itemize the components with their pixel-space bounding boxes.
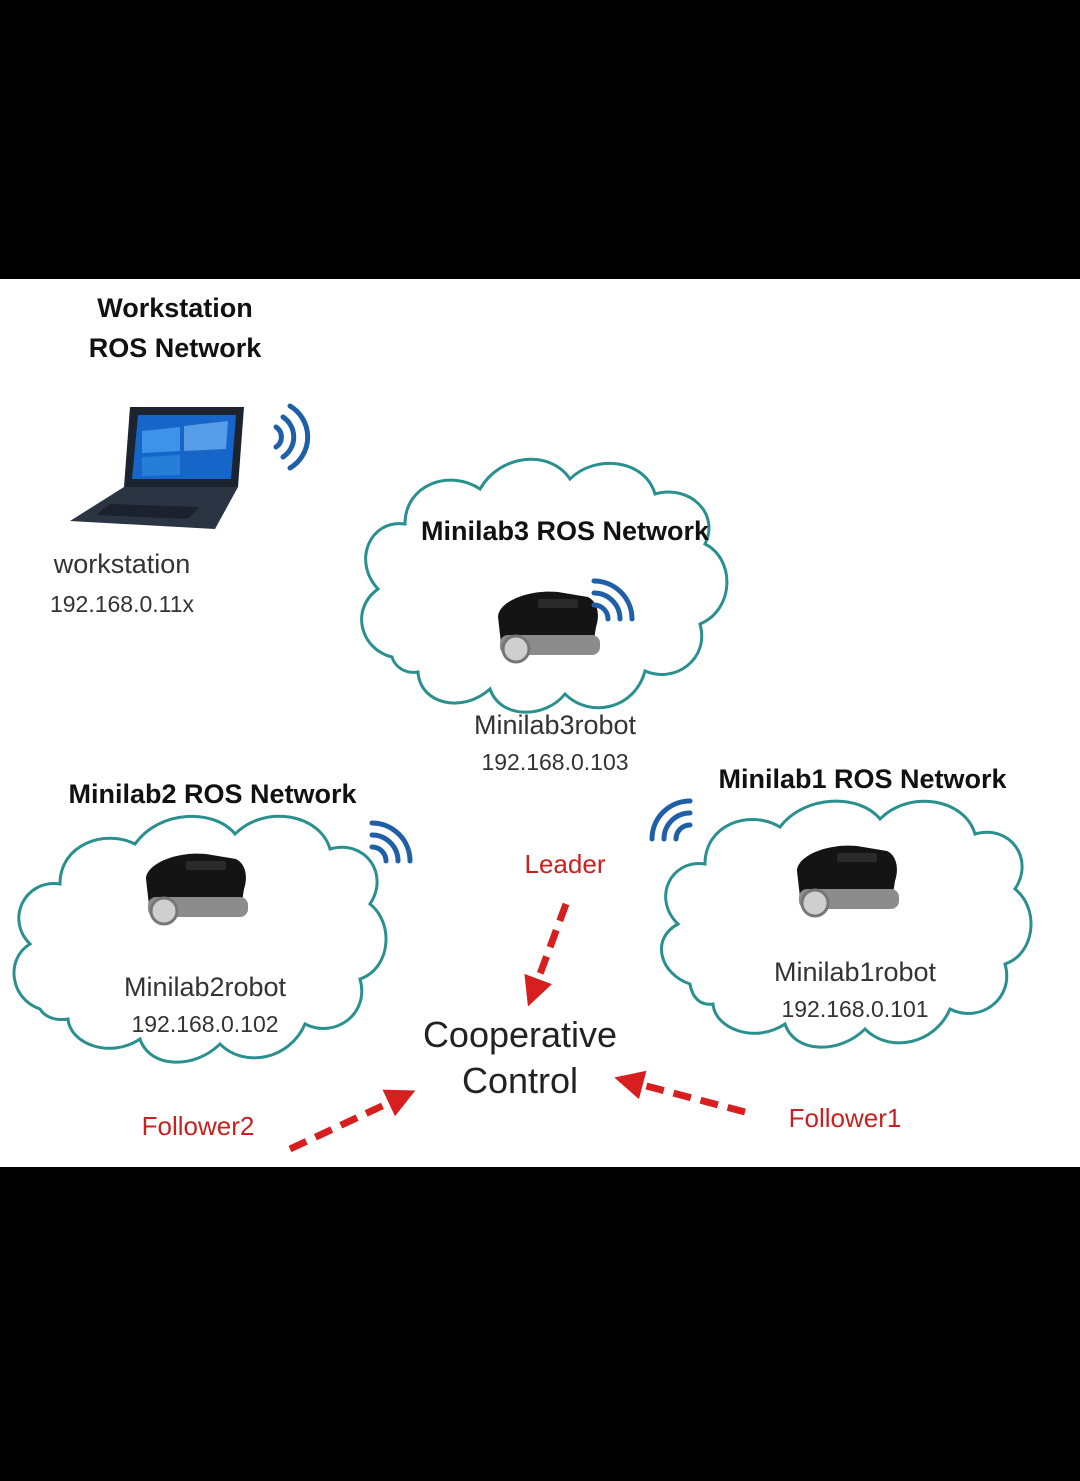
dashed-arrow-icon: [614, 1070, 746, 1116]
diagram-panel: Workstation ROS Network workstation 192.…: [0, 279, 1080, 1167]
follower2-label: Follower2: [141, 1111, 255, 1141]
diagram-graphics: [12, 403, 1033, 1153]
cooperative-control-line2: Control: [461, 1060, 579, 1101]
robot-icon: [146, 853, 248, 926]
robot-icon: [498, 591, 600, 664]
wifi-icon: [649, 798, 693, 842]
workstation-ip: 192.168.0.11x: [49, 591, 195, 617]
minilab1-robot-name: Minilab1robot: [773, 957, 937, 987]
minilab3-robot-name: Minilab3robot: [473, 710, 637, 740]
minilab1-network-title: Minilab1 ROS Network: [718, 764, 1007, 794]
workstation-title-line2: ROS Network: [88, 333, 262, 363]
minilab2-robot-ip: 192.168.0.102: [131, 1011, 279, 1037]
laptop-icon: [70, 407, 244, 529]
dashed-arrow-icon: [288, 1089, 416, 1153]
dashed-arrow-icon: [524, 902, 570, 1007]
cloud-icon: [360, 457, 729, 714]
minilab2-robot-name: Minilab2robot: [123, 972, 287, 1002]
wifi-icon: [369, 820, 413, 864]
wifi-icon: [591, 578, 635, 622]
follower1-label: Follower1: [788, 1103, 902, 1133]
minilab3-network-title: Minilab3 ROS Network: [420, 516, 710, 546]
cooperative-control-line1: Cooperative: [422, 1014, 618, 1055]
leader-label: Leader: [524, 849, 606, 879]
cloud-icon: [659, 799, 1033, 1049]
workstation-name: workstation: [53, 549, 191, 579]
minilab3-robot-ip: 192.168.0.103: [481, 749, 629, 775]
minilab2-network-title: Minilab2 ROS Network: [68, 779, 357, 809]
minilab1-robot-ip: 192.168.0.101: [781, 996, 929, 1022]
cloud-icon: [12, 814, 388, 1064]
workstation-title-line1: Workstation: [97, 293, 253, 323]
wifi-icon: [273, 403, 311, 471]
robot-icon: [797, 845, 899, 918]
